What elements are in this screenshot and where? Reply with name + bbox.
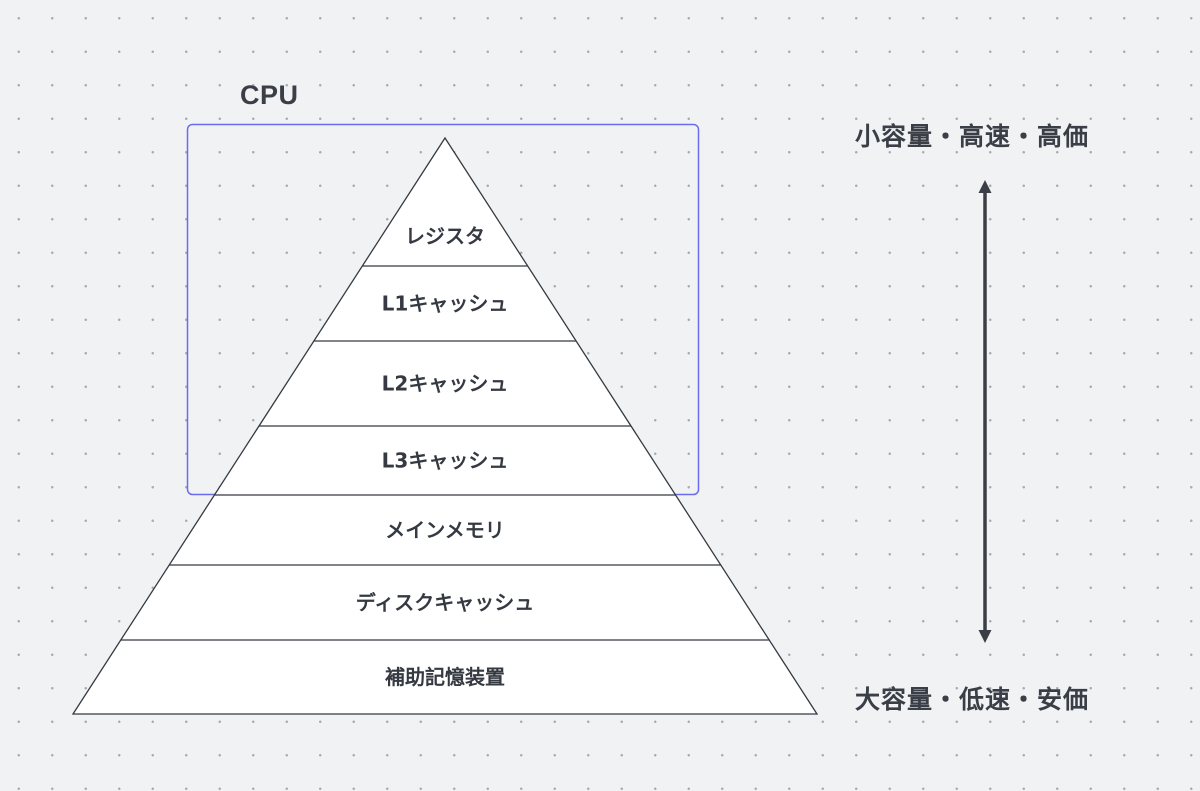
cpu-label: CPU bbox=[240, 80, 299, 110]
pyramid-level-label: メインメモリ bbox=[385, 518, 504, 542]
pyramid-level-label: L1キャッシュ bbox=[382, 292, 509, 316]
pyramid: レジスタ L1キャッシュ L2キャッシュ L3キャッシュメインメモリディスクキャッシュ… bbox=[71, 136, 819, 715]
arrow-head-up bbox=[978, 180, 992, 193]
pyramid-level-label: ディスクキャッシュ bbox=[356, 591, 535, 615]
pyramid-level-label: L3キャッシュ bbox=[382, 449, 509, 473]
bottom-scale-label: 大容量・低速・安価 bbox=[855, 685, 1090, 714]
pyramid-level-label: 補助記憶装置 bbox=[384, 665, 505, 689]
top-scale-label: 小容量・高速・高価 bbox=[855, 122, 1090, 151]
arrow-head-down bbox=[978, 630, 992, 643]
pyramid-level-label: L2キャッシュ bbox=[382, 372, 509, 396]
pyramid-level-label: レジスタ bbox=[405, 224, 485, 248]
double-arrow-icon bbox=[978, 180, 992, 643]
